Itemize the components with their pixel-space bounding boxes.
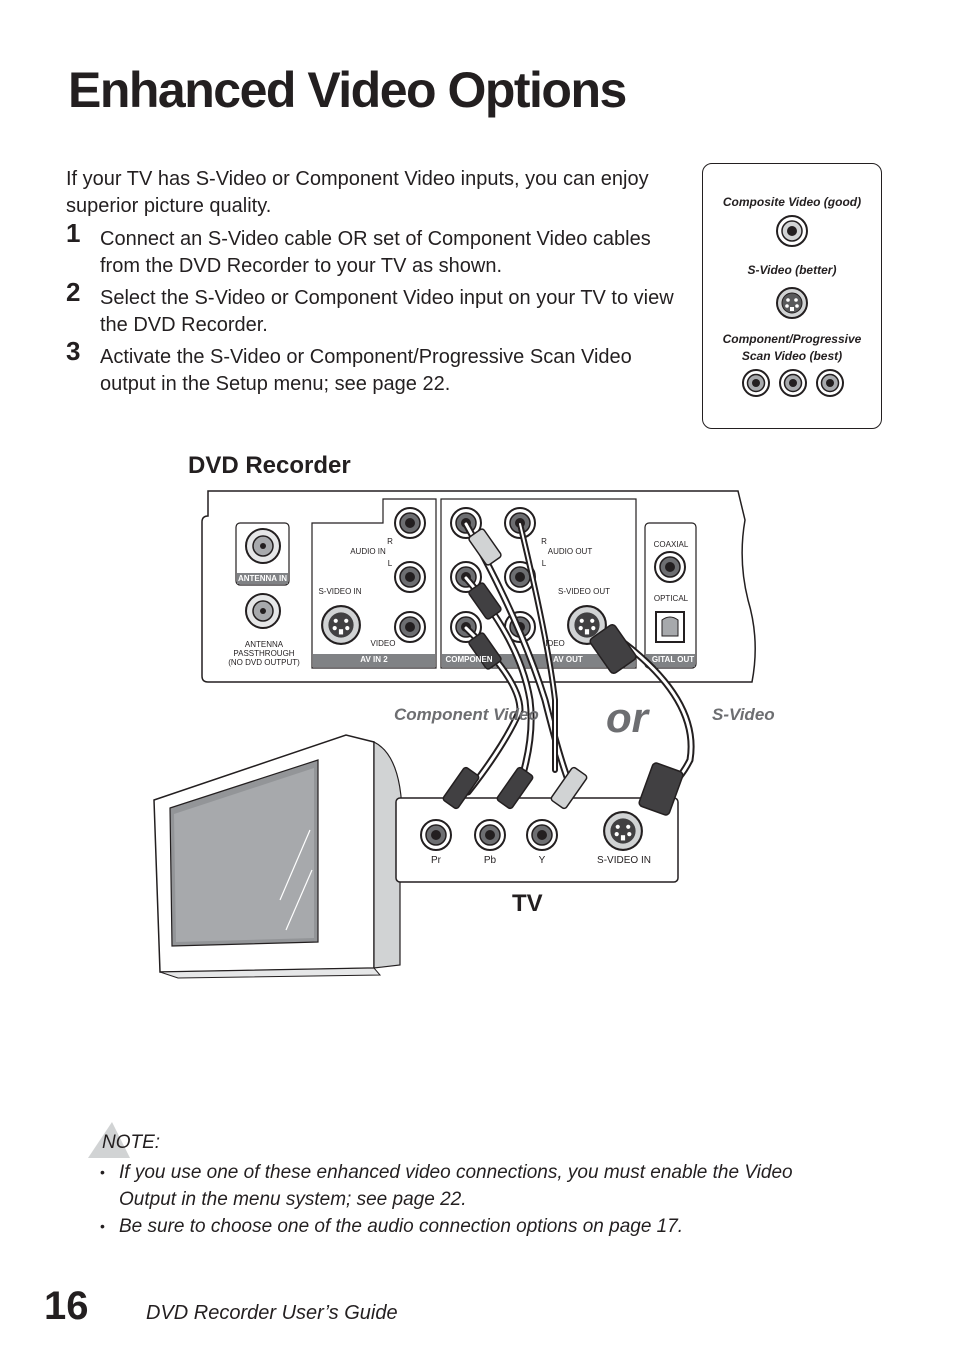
- audio-out-label: AUDIO OUT: [547, 547, 593, 556]
- note-heading: NOTE:: [102, 1132, 161, 1153]
- tv-set: [153, 734, 403, 979]
- step-text: Connect an S-Video cable OR set of Compo…: [100, 228, 651, 277]
- audio-out-l-label: L: [541, 559, 547, 568]
- note-text: Be sure to choose one of the audio conne…: [119, 1216, 684, 1237]
- intro-paragraph: If your TV has S-Video or Component Vide…: [66, 168, 649, 217]
- step-text: Select the S-Video or Component Video in…: [100, 287, 674, 336]
- coaxial-label: COAXIAL: [653, 540, 689, 549]
- step-number: 1: [66, 218, 81, 248]
- page-title: Enhanced Video Options: [68, 62, 627, 118]
- legend-composite-label: Composite Video (good): [722, 195, 862, 209]
- audio-in-l-label: L: [387, 559, 393, 568]
- audio-in-label: AUDIO IN: [350, 547, 386, 556]
- legend-svideo-label: S-Video (better): [747, 263, 837, 277]
- bullet-mark: •: [100, 1218, 105, 1234]
- step-number: 2: [66, 277, 81, 307]
- antenna-in-label: ANTENNA IN: [237, 574, 288, 583]
- connection-diagram: [153, 490, 756, 979]
- optical-label: OPTICAL: [653, 594, 689, 603]
- component-plugs-tv: [442, 766, 588, 810]
- svideo-out-label: S-VIDEO OUT: [558, 587, 611, 596]
- antenna-passthrough-label: ANTENNA PASSTHROUGH (NO DVD OUTPUT): [228, 640, 300, 667]
- footer-guide-title: DVD Recorder User’s Guide: [146, 1302, 398, 1324]
- tv-label: TV: [512, 890, 543, 917]
- component-jacks-icon: [742, 369, 844, 397]
- connection-quality-legend: Composite Video (good) S-Video (better) …: [702, 163, 882, 429]
- bullet-mark: •: [100, 1164, 105, 1180]
- component-plugs-recorder: [468, 528, 502, 670]
- or-label: or: [606, 694, 648, 741]
- tv-pr-label: Pr: [431, 855, 441, 866]
- component-video-label: Component Video: [394, 705, 539, 724]
- video-out-label: IDEO: [545, 639, 565, 648]
- tv-y-label: Y: [538, 855, 546, 866]
- step-number: 3: [66, 336, 81, 366]
- av-out-label: AV OUT: [553, 655, 583, 664]
- component-label: COMPONEN: [445, 655, 493, 664]
- page-number: 16: [44, 1284, 89, 1328]
- svideo-in-label: S-VIDEO IN: [318, 587, 362, 596]
- composite-jack-icon: [776, 215, 808, 247]
- video-in-label: VIDEO: [370, 639, 396, 648]
- svideo-cable-label: S-Video: [712, 705, 775, 724]
- tv-pb-label: Pb: [483, 855, 497, 866]
- legend-component-label: Component/Progressive Scan Video (best): [722, 332, 862, 363]
- svideo-plug-tv: [638, 762, 684, 816]
- step-text: Activate the S-Video or Component/Progre…: [100, 346, 632, 395]
- audio-in-r-label: R: [387, 537, 393, 546]
- tv-svideo-in-label: S-VIDEO IN: [597, 855, 651, 866]
- svideo-jack-icon: [776, 287, 808, 319]
- note-triangle-icon: [88, 1122, 130, 1158]
- dvd-recorder-label: DVD Recorder: [188, 452, 351, 479]
- note-text: If you use one of these enhanced video c…: [119, 1162, 793, 1210]
- av-in-2-label: AV IN 2: [360, 655, 388, 664]
- digital-out-label: GITAL OUT: [651, 655, 695, 664]
- svideo-plug-recorder: [589, 624, 637, 674]
- audio-out-r-label: R: [541, 537, 547, 546]
